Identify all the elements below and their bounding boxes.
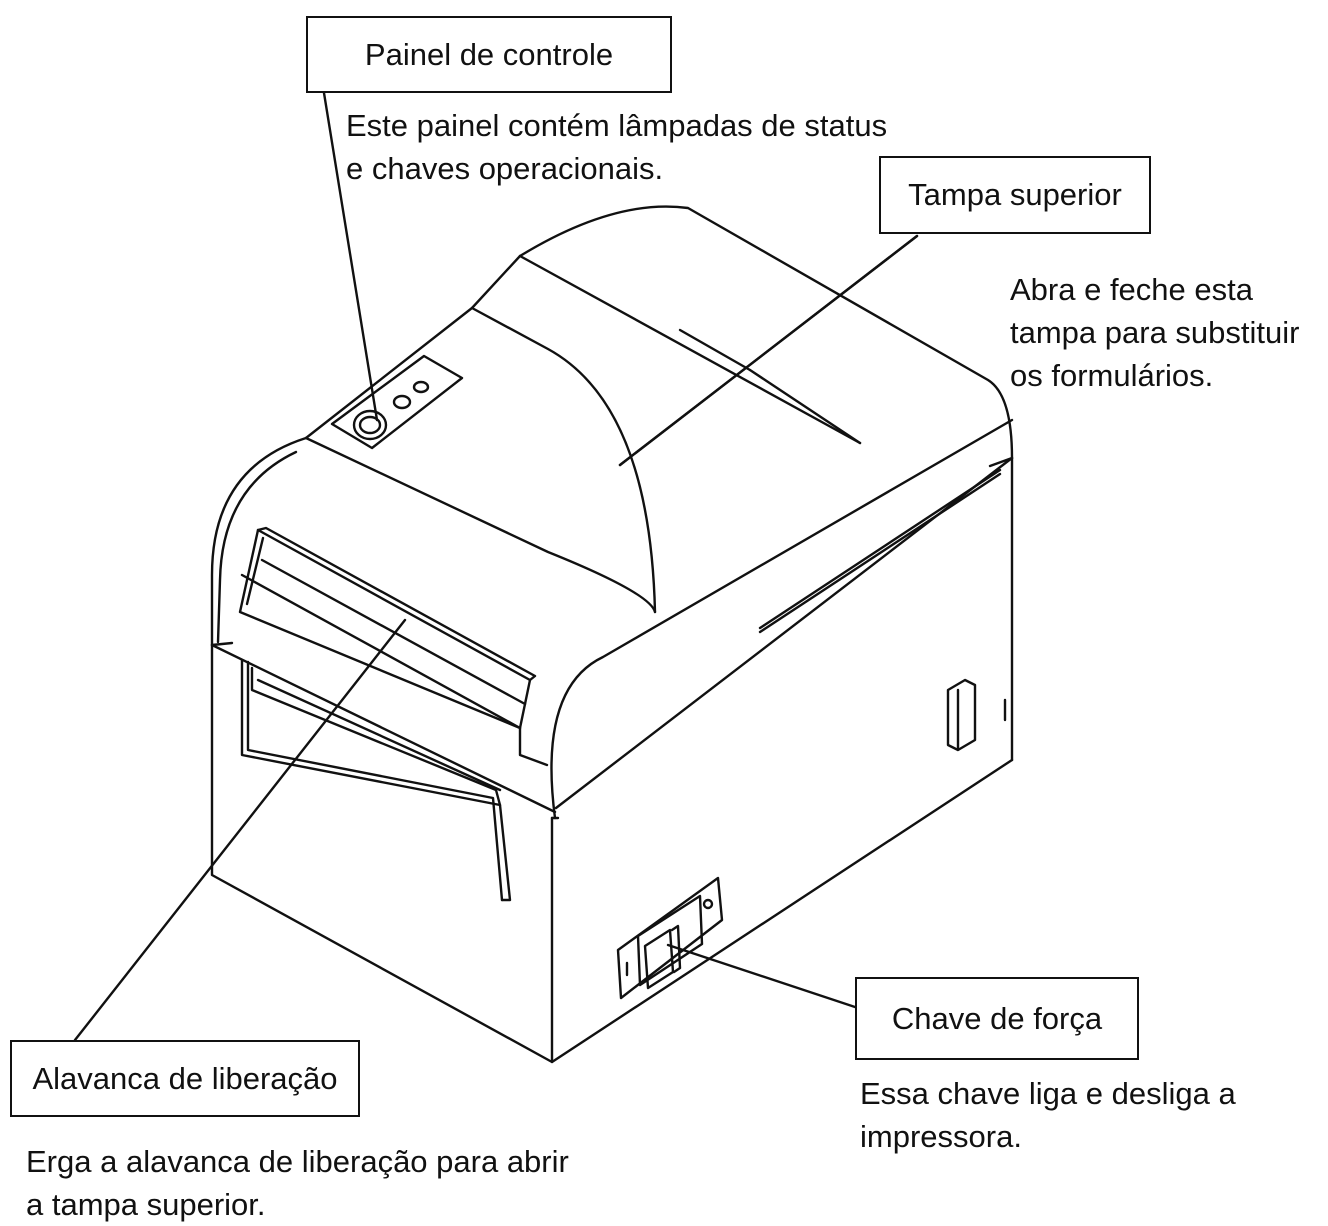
release-lever-description-line: a tampa superior. [26, 1187, 266, 1222]
control-panel [330, 354, 464, 450]
top-cover-description-line: tampa para substituir [1010, 315, 1300, 350]
control-panel-label-box: Painel de controle [306, 16, 672, 93]
power-switch-description: Essa chave liga e desliga a impressora. [860, 1072, 1236, 1158]
control-panel-description-line: Este painel contém lâmpadas de status [346, 108, 888, 143]
control-panel-description-line: e chaves operacionais. [346, 151, 664, 186]
printer-base [210, 456, 1014, 1064]
release-lever-label-box: Alavanca de liberação [10, 1040, 360, 1117]
top-cover-label: Tampa superior [908, 177, 1122, 212]
top-cover-label-box: Tampa superior [879, 156, 1151, 234]
control-panel-description: Este painel contém lâmpadas de status e … [346, 104, 887, 190]
top-cover-description-line: Abra e feche esta [1010, 272, 1253, 307]
release-lever-label: Alavanca de liberação [32, 1060, 338, 1096]
top-cover [210, 205, 1014, 820]
power-switch-housing [616, 876, 724, 1000]
control-panel-label: Painel de controle [364, 36, 614, 72]
leader-lines [73, 91, 919, 1042]
leader-line-control-panel [322, 91, 379, 422]
release-lever [238, 526, 549, 767]
top-cover-description: Abra e feche esta tampa para substituir … [1010, 268, 1299, 397]
leader-line-top-cover [618, 234, 919, 467]
paper-slot [240, 658, 512, 902]
leader-line-release-lever [73, 618, 407, 1042]
power-switch-label: Chave de força [891, 1000, 1103, 1036]
leader-line-power-switch [666, 943, 857, 1009]
power-switch-description-line: Essa chave liga e desliga a [860, 1076, 1236, 1111]
release-lever-description-line: Erga a alavanca de liberação para abrir [26, 1144, 569, 1179]
power-switch-description-line: impressora. [860, 1119, 1022, 1154]
top-cover-description-line: os formulários. [1010, 358, 1214, 393]
power-switch-label-box: Chave de força [855, 977, 1139, 1060]
side-notch [946, 678, 1007, 752]
release-lever-description: Erga a alavanca de liberação para abrir … [26, 1140, 569, 1226]
